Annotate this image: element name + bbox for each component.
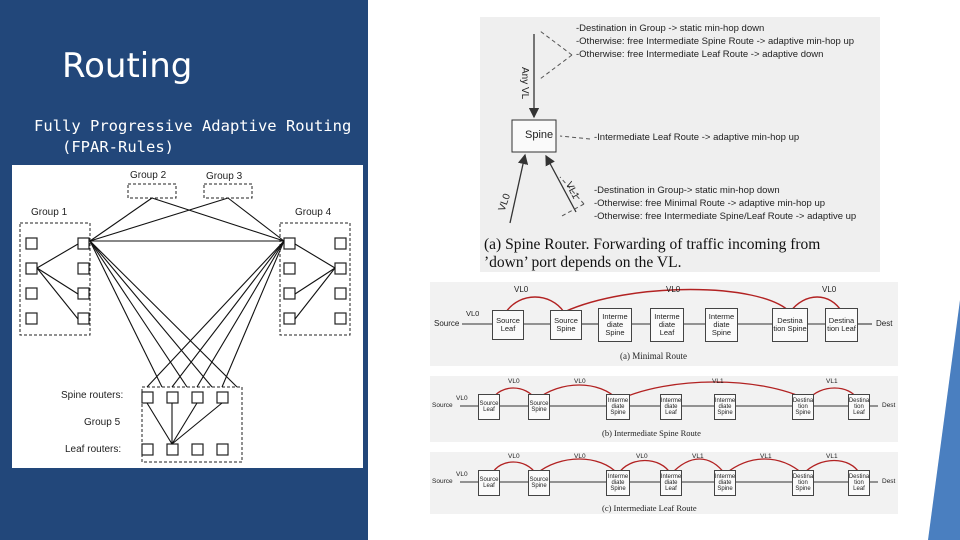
spine-route-arc-label-1: VL0 xyxy=(508,378,520,385)
spine-route-node-1: Source Leaf xyxy=(478,394,500,420)
group-4-box xyxy=(279,222,351,336)
group-5-label: Group 5 xyxy=(84,417,121,428)
spine-forwarding-diagram xyxy=(509,30,591,224)
slide-title: Routing xyxy=(62,46,193,86)
minimal-dest-label: Dest xyxy=(876,319,893,328)
leaf-route-arc-label-3: VL0 xyxy=(636,453,648,460)
leaf-route-entry-vl: VL0 xyxy=(456,471,468,478)
leaf-route-arc-label-6: VL1 xyxy=(826,453,838,460)
minimal-node-4: Interme diate Leaf xyxy=(650,308,684,342)
minimal-route-caption: (a) Minimal Route xyxy=(620,351,687,361)
intermediate-leaf-route-panel: VL0 VL0 VL0 VL1 VL1 VL1 VL0 Source Dest … xyxy=(430,452,898,514)
leaf-routers-label: Leaf routers: xyxy=(65,444,122,455)
spine-route-node-7: Destina tion Leaf xyxy=(848,394,870,420)
spine-node-label: Spine xyxy=(525,129,554,141)
leaf-route-arc-label-1: VL0 xyxy=(508,453,520,460)
topology-figure: Group 1 Group 2 Group 3 Group 4 Group 5 … xyxy=(12,165,363,468)
top-note-1: -Destination in Group -> static min-hop … xyxy=(576,23,765,34)
any-vl-label: Any VL xyxy=(519,67,530,100)
top-note-3: -Otherwise: free Intermediate Leaf Route… xyxy=(576,49,824,60)
group-3-box xyxy=(203,183,253,199)
spine-route-dest-label: Dest xyxy=(882,402,896,409)
minimal-source-label: Source xyxy=(434,319,460,328)
spine-route-source-label: Source xyxy=(432,402,453,409)
intermediate-spine-route-panel: VL0 VL0 VL1 VL1 VL0 Source Dest Source L… xyxy=(430,376,898,442)
accent-decoration xyxy=(928,300,960,540)
spine-node-box xyxy=(511,119,557,153)
spine-route-node-3: Interme diate Spine xyxy=(606,394,630,420)
minimal-node-6: Destina tion Spine xyxy=(772,308,808,342)
spine-routers-label: Spine routers: xyxy=(61,390,124,401)
minimal-node-3: Interme diate Spine xyxy=(598,308,632,342)
leaf-route-source-label: Source xyxy=(432,478,453,485)
leaf-route-node-2: Source Spine xyxy=(528,470,550,496)
spine-route-node-4: Interme diate Leaf xyxy=(660,394,682,420)
leaf-route-node-1: Source Leaf xyxy=(478,470,500,496)
bottom-note-2: -Otherwise: free Minimal Route -> adapti… xyxy=(594,198,826,209)
minimal-node-2: Source Spine xyxy=(550,310,582,340)
intermediate-leaf-route-caption: (c) Intermediate Leaf Route xyxy=(602,503,697,513)
minimal-arc-label-2: VL0 xyxy=(666,285,681,294)
group-2-box xyxy=(127,183,177,199)
spine-forwarding-figure: Spine Any VL VL0 VL1 -Destination in Gro… xyxy=(480,17,880,272)
bottom-note-1: -Destination in Group-> static min-hop d… xyxy=(594,185,780,196)
group-1-label: Group 1 xyxy=(31,207,68,218)
spine-route-arc-label-2: VL0 xyxy=(574,378,586,385)
leaf-route-node-7: Destina tion Leaf xyxy=(848,470,870,496)
leaf-route-dest-label: Dest xyxy=(882,478,896,485)
minimal-route-panel: VL0 VL0 VL0 VL0 Source Dest Source Leaf … xyxy=(430,282,898,366)
spine-caption-line-2: ’down’ port depends on the VL. xyxy=(484,254,682,271)
leaf-route-node-5: Interme diate Spine xyxy=(714,470,736,496)
minimal-node-5: Interme diate Spine xyxy=(705,308,738,342)
leaf-route-node-6: Destina tion Spine xyxy=(792,470,814,496)
intermediate-spine-route-caption: (b) Intermediate Spine Route xyxy=(602,428,701,438)
group-5-box xyxy=(141,386,243,463)
spine-route-entry-vl: VL0 xyxy=(456,395,468,402)
leaf-route-node-4: Interme diate Leaf xyxy=(660,470,682,496)
leaf-route-node-3: Interme diate Spine xyxy=(606,470,630,496)
spine-route-arc-label-4: VL1 xyxy=(826,378,838,385)
minimal-route-diagram xyxy=(462,288,872,325)
slide-subtitle: Fully Progressive Adaptive Routing (FPAR… xyxy=(34,117,352,156)
spine-route-node-5: Interme diate Spine xyxy=(714,394,736,420)
group-2-label: Group 2 xyxy=(130,170,167,181)
topology-diagram xyxy=(19,183,351,463)
leaf-route-arc-label-2: VL0 xyxy=(574,453,586,460)
minimal-entry-vl: VL0 xyxy=(466,309,480,318)
group-1-box xyxy=(19,222,91,336)
minimal-node-7: Destina tion Leaf xyxy=(825,308,858,342)
minimal-arc-label-3: VL0 xyxy=(822,285,837,294)
spine-route-node-6: Destina tion Spine xyxy=(792,394,814,420)
leaf-route-arc-label-4: VL1 xyxy=(692,453,704,460)
spine-caption-line-1: (a) Spine Router. Forwarding of traffic … xyxy=(484,236,821,253)
leaf-route-arc-label-5: VL1 xyxy=(760,453,772,460)
minimal-node-1: Source Leaf xyxy=(492,310,524,340)
spine-route-node-2: Source Spine xyxy=(528,394,550,420)
minimal-arc-label-1: VL0 xyxy=(514,285,529,294)
spine-route-arc-label-3: VL1 xyxy=(712,378,724,385)
bottom-note-3: -Otherwise: free Intermediate Spine/Leaf… xyxy=(594,211,857,222)
group-4-label: Group 4 xyxy=(295,207,332,218)
group-3-label: Group 3 xyxy=(206,171,243,182)
top-note-2: -Otherwise: free Intermediate Spine Rout… xyxy=(576,36,855,47)
middle-note: -Intermediate Leaf Route -> adaptive min… xyxy=(594,132,800,143)
